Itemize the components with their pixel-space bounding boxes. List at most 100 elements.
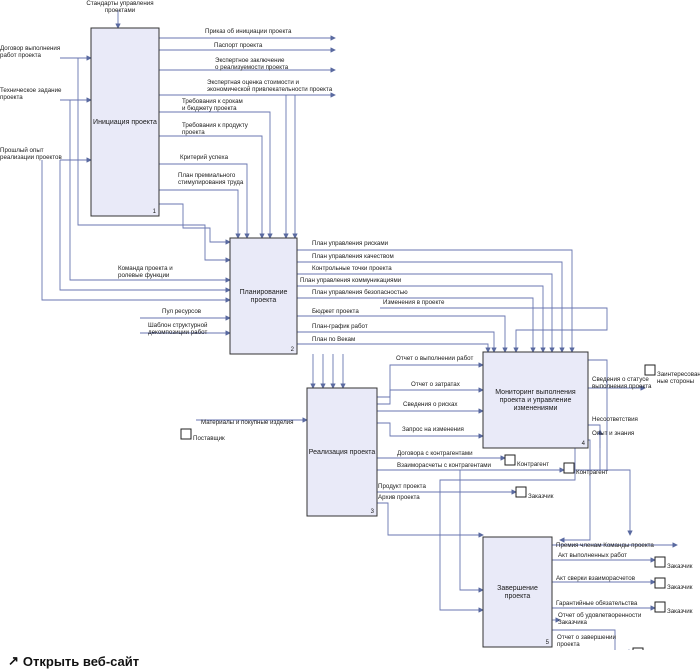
external-entities: ПоставщикКонтрагентКонтрагентЗаказчикЗаи…	[180, 364, 700, 650]
arrow-label-contract: Договор выполнения	[0, 45, 60, 52]
arrow-label-expert: о реализуемости проекта	[215, 64, 289, 71]
connector-arrow	[380, 307, 608, 353]
arrow-label-work-report: Отчет о выполнении работ	[396, 355, 473, 362]
arrow-label-standards: проектами	[105, 7, 136, 14]
connector-arrow	[377, 387, 484, 405]
arrow-label-tech-task: Техническое задание	[0, 87, 62, 94]
external-entity-customer1: Заказчик	[515, 486, 554, 500]
arrow-label-risk-plan: План управления рисками	[312, 240, 389, 247]
arrow-label-req-product: проекта	[182, 129, 205, 136]
process-box-title: проекта	[251, 297, 277, 304]
arrow-label-risk-info: Сведения о рисках	[403, 401, 458, 408]
arrow-label-budget: Бюджет проекта	[312, 308, 359, 315]
external-entity-supplier: Поставщик	[180, 428, 225, 442]
connector-arrow	[77, 58, 231, 263]
connector-arrow	[159, 189, 241, 239]
arrow-label-settlements: Взаиморасчеты с контрагентами	[397, 462, 492, 469]
external-entity-name: Заинтересован	[657, 371, 700, 378]
arrow-label-req-time: и бюджету проекта	[182, 105, 237, 112]
arrow-label-req-time: Требования к срокам	[182, 98, 243, 105]
arrow-label-team: ролевые функции	[118, 272, 170, 279]
connector-arrow	[552, 629, 634, 650]
arrow-label-changes: Изменения в проекте	[383, 299, 445, 306]
arrow-label-satisfaction: Заказчика	[558, 619, 588, 626]
arrow-label-vekam: План по Векам	[312, 336, 355, 343]
arrow-label-product: Продукт проекта	[378, 483, 426, 490]
external-entity-customer3: Заказчик	[654, 577, 693, 591]
arrow-label-contract: работ проекта	[0, 52, 41, 59]
process-boxes: Инициация проекта1Планированиепроекта2Ре…	[90, 27, 589, 648]
arrow-label-archive: Архив проекта	[378, 494, 420, 501]
arrow-label-past-exp: реализации проектов	[0, 154, 63, 161]
arrow-label-order: Приказ об инициации проекта	[205, 28, 292, 35]
arrow-label-bonus: План премиального	[178, 172, 236, 179]
arrow-label-reconcile: Акт сверки взаиморасчетов	[556, 575, 636, 582]
process-box-title: изменениями	[514, 405, 558, 412]
external-entity-customer4: Заказчик	[654, 601, 693, 615]
connector-arrow	[459, 359, 608, 593]
arrow-label-checkpoints: Контрольные точки проекта	[312, 265, 392, 272]
connector-arrow	[159, 135, 265, 239]
arrow-label-req-product: Требования к продукту	[182, 122, 249, 129]
arrow-label-pool: Пул ресурсов	[162, 308, 202, 315]
external-entity-customer2: Заказчик	[654, 556, 693, 570]
open-website-link[interactable]: ↗ Открыть веб-сайт	[8, 653, 139, 669]
arrow-label-contracts: Договора с контрагентами	[397, 450, 473, 457]
arrow-label-bonus: стимулирования труда	[178, 179, 244, 186]
connector-arrow	[297, 315, 508, 353]
arrow-label-completion: Отчет о завершении	[557, 634, 616, 641]
arrow-up-right-icon: ↗	[8, 653, 19, 668]
connector-arrow	[159, 203, 231, 245]
arrow-label-satisfaction: Отчет об удовлетворенности	[558, 612, 642, 619]
connector-arrow	[159, 111, 273, 239]
process-box-number: 3	[371, 509, 375, 515]
process-box-title: Инициация проекта	[93, 119, 157, 126]
arrow-label-status-info: выполнения проекта	[592, 383, 652, 390]
external-entity-name: Заказчик	[528, 493, 554, 500]
connector-arrow	[297, 261, 565, 353]
connector-arrow	[69, 100, 231, 283]
external-entity-name: Заказчик	[667, 608, 693, 615]
connector-arrow	[159, 163, 250, 239]
connector-arrow	[297, 273, 555, 353]
open-website-label: Открыть веб-сайт	[22, 653, 140, 669]
arrow-label-standards: Стандарты управления	[86, 0, 153, 7]
connector-arrow	[559, 439, 591, 543]
arrow-label-wbs: декомпозиции работ	[148, 329, 207, 336]
process-box-title: Мониторинг выполнения	[495, 389, 576, 396]
arrow-label-quality-plan: План управления качеством	[312, 253, 394, 260]
process-box-number: 2	[291, 347, 295, 353]
process-box-number: 5	[546, 640, 550, 646]
arrow-label-schedule: План-график работ	[312, 323, 368, 330]
connector-arrow	[297, 249, 575, 353]
arrow-label-cost-est: экономической привлекательности проекта	[207, 86, 333, 93]
arrow-label-tech-task: проекта	[0, 94, 23, 101]
arrows	[41, 10, 678, 650]
arrow-label-cost-report: Отчет о затратах	[411, 381, 461, 388]
process-box-title: Планирование	[240, 289, 288, 296]
arrow-label-acts: Акт выполненных работ	[558, 552, 627, 559]
arrow-label-expert: Экспертное заключение	[215, 57, 285, 64]
external-entity-name: ные стороны	[657, 378, 695, 385]
arrow-label-comm-plan: План управления коммуникациями	[300, 277, 402, 284]
connector-arrow	[59, 160, 231, 293]
idef0-diagram: Инициация проекта1Планированиепроекта2Ре…	[0, 0, 700, 650]
arrow-label-passport: Паспорт проекта	[214, 42, 263, 49]
process-box-number: 4	[582, 441, 586, 447]
arrow-label-completion: проекта	[557, 641, 580, 648]
connector-arrow	[439, 448, 576, 613]
arrow-label-experience: Опыт и знания	[592, 430, 634, 437]
arrow-label-change-req: Запрос на изменения	[402, 426, 464, 433]
process-box-title: Реализация проекта	[309, 449, 376, 456]
arrow-label-success: Критерий успеха	[180, 154, 229, 161]
arrow-label-noncompliance: Несоответствия	[592, 416, 638, 423]
connector-arrow	[297, 297, 536, 353]
connector-arrow	[588, 424, 633, 536]
connector-arrow	[377, 502, 484, 538]
arrow-label-team: Команда проекта и	[118, 265, 173, 272]
